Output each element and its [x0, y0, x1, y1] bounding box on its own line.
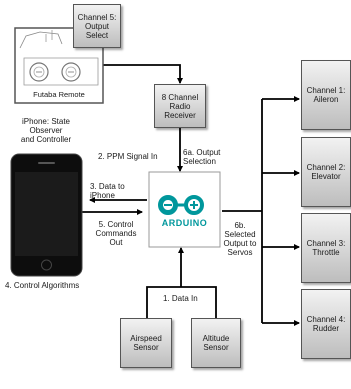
- left-stick-icon: [29, 62, 49, 82]
- data-to-iphone-label: 3. Data to iPhone: [90, 182, 125, 200]
- control-commands-label: 5. Control Commands Out: [95, 220, 137, 247]
- data-in-label: 1. Data In: [163, 294, 198, 303]
- iphone-title: iPhone: State Observer and Controller: [20, 117, 72, 144]
- arduino-text: ARDUINO: [161, 218, 208, 228]
- channel3-box: Channel 3: Throttle: [301, 213, 351, 283]
- airspeed-sensor-box: Airspeed Sensor: [120, 318, 172, 368]
- remote-label: Futaba Remote: [33, 90, 85, 99]
- control-algorithms-label: 4. Control Algorithms: [5, 281, 80, 290]
- ppm-signal-label: 2. PPM Signal In: [98, 152, 158, 161]
- selected-output-label: 6b. Selected Output to Servos: [223, 221, 257, 257]
- channel5-box: Channel 5: Output Select: [73, 4, 121, 48]
- output-selection-label: 6a. Output Selection: [183, 148, 221, 166]
- radio-receiver-box: 8 Channel Radio Receiver: [154, 84, 206, 128]
- channel2-box: Channel 2: Elevator: [301, 137, 351, 207]
- altitude-sensor-box: Altitude Sensor: [191, 318, 241, 368]
- arrow-remote-to-receiver: [103, 64, 183, 84]
- channel1-box: Channel 1: Aileron: [301, 60, 351, 130]
- right-stick-icon: [61, 62, 81, 82]
- channel4-box: Channel 4: Rudder: [301, 289, 351, 359]
